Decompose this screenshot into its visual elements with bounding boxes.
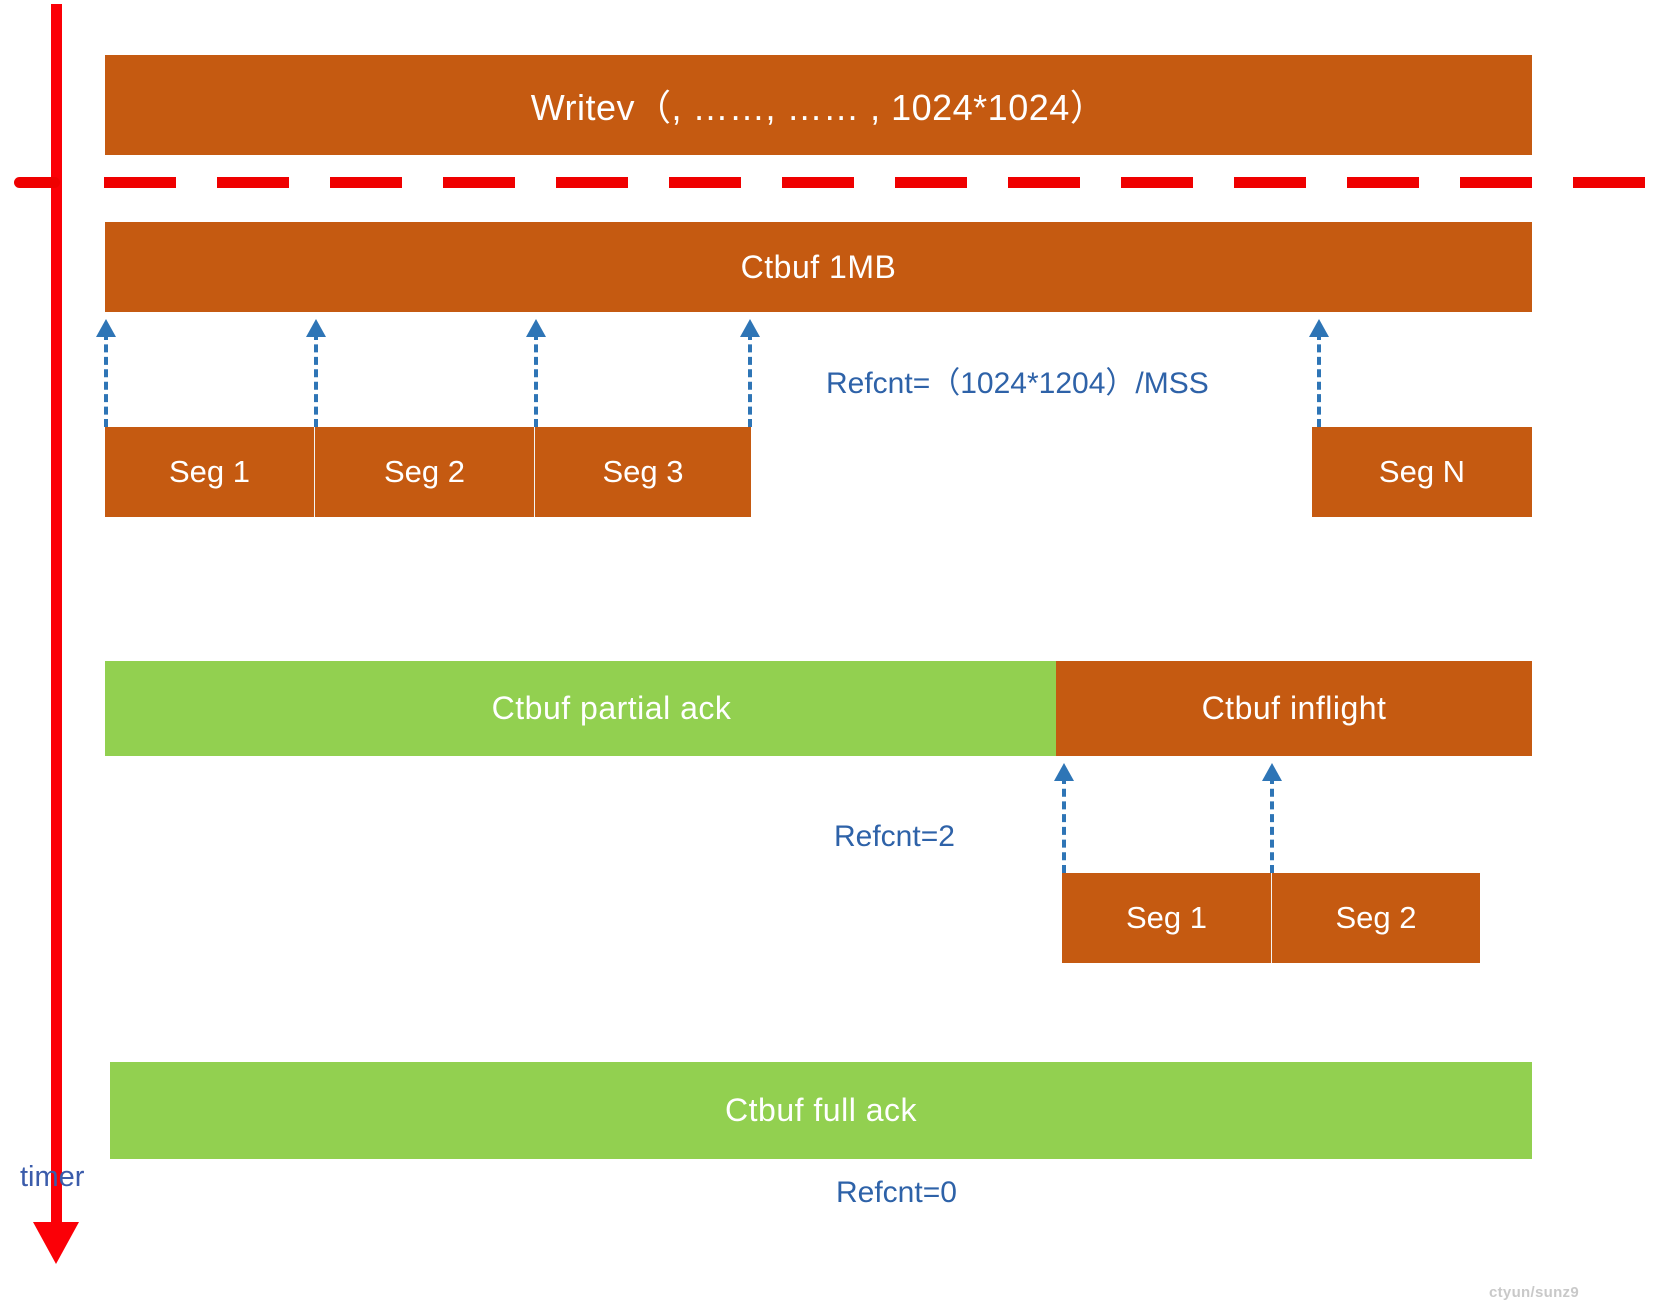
arrow-head-icon — [96, 319, 116, 337]
arrow-shaft — [314, 332, 318, 427]
ctbuf-inflight-bar: Ctbuf inflight — [1056, 661, 1532, 756]
watermark-label: ctyun/sunz9 — [1489, 1284, 1579, 1301]
arrow-shaft — [1270, 776, 1274, 873]
ctbuf-partial-ack-bar: Ctbuf partial ack — [105, 661, 1118, 756]
segment-box: Seg 2 — [1272, 873, 1480, 963]
arrow-head-icon — [306, 319, 326, 337]
red-dashed-separator — [104, 177, 1669, 188]
segment-label: Seg 1 — [1125, 900, 1207, 935]
refcnt2-arrow-seg2 — [1262, 763, 1282, 873]
refcnt-2-label: Refcnt=2 — [834, 820, 955, 853]
timer-axis-line — [51, 4, 62, 1226]
arrow-shaft — [534, 332, 538, 427]
segment-row-stage2: Seg 1 Seg 2 — [1062, 873, 1480, 963]
arrow-head-icon — [740, 319, 760, 337]
segment-row-stage1: Seg 1 Seg 2 Seg 3 — [105, 427, 751, 517]
arrow-shaft — [748, 332, 752, 427]
ctbuf-1mb-bar: Ctbuf 1MB — [105, 222, 1532, 312]
segment-label: Seg N — [1378, 454, 1466, 489]
segment-label: Seg 2 — [383, 454, 465, 489]
refcnt-arrow-segN — [1309, 319, 1329, 427]
refcnt-arrow-seg3 — [526, 319, 546, 427]
ctbuf-1mb-label: Ctbuf 1MB — [740, 248, 897, 285]
timer-axis-arrowhead — [33, 1222, 79, 1264]
refcnt-arrow-seg3-end — [740, 319, 760, 427]
segment-box: Seg 1 — [105, 427, 315, 517]
segment-box: Seg 2 — [315, 427, 535, 517]
segment-label: Seg 2 — [1335, 900, 1417, 935]
segment-label: Seg 3 — [602, 454, 684, 489]
segment-box: Seg N — [1312, 427, 1532, 517]
ctbuf-partial-ack-label: Ctbuf partial ack — [491, 690, 732, 726]
arrow-shaft — [104, 332, 108, 427]
arrow-shaft — [1062, 776, 1066, 873]
arrow-head-icon — [1054, 763, 1074, 781]
arrow-head-icon — [1309, 319, 1329, 337]
segment-box: Seg 3 — [535, 427, 751, 517]
refcnt-formula-label: Refcnt=（1024*1204）/MSS — [826, 367, 1209, 400]
writev-bar: Writev（, ……, …… , 1024*1024） — [105, 55, 1532, 155]
arrow-head-icon — [1262, 763, 1282, 781]
arrow-head-icon — [526, 319, 546, 337]
segment-box: Seg 1 — [1062, 873, 1272, 963]
refcnt-arrow-seg1 — [96, 319, 116, 427]
red-dash-left-cap — [14, 177, 60, 188]
timer-label: timer — [20, 1161, 85, 1193]
ctbuf-inflight-label: Ctbuf inflight — [1201, 690, 1387, 726]
writev-bar-label: Writev（, ……, …… , 1024*1024） — [530, 87, 1107, 128]
refcnt-arrow-seg2 — [306, 319, 326, 427]
segment-row-stage1-last: Seg N — [1312, 427, 1532, 517]
ctbuf-full-ack-label: Ctbuf full ack — [725, 1092, 917, 1128]
refcnt-0-label: Refcnt=0 — [836, 1176, 957, 1209]
arrow-shaft — [1317, 332, 1321, 427]
ctbuf-full-ack-bar: Ctbuf full ack — [110, 1062, 1532, 1159]
refcnt2-arrow-seg1 — [1054, 763, 1074, 873]
segment-label: Seg 1 — [168, 454, 250, 489]
